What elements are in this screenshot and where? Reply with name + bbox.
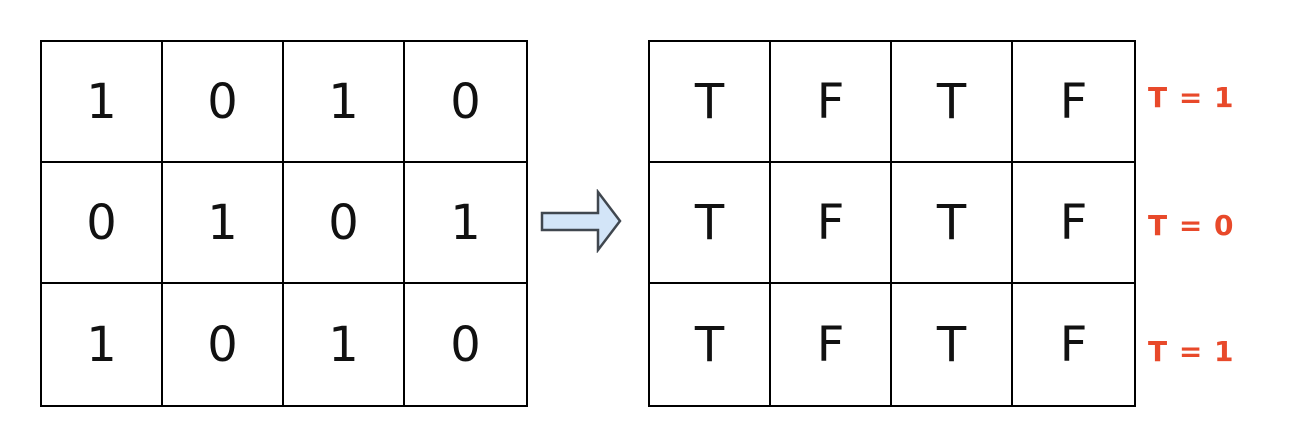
truth-cell: F (771, 42, 892, 163)
truth-cell: T (892, 163, 1013, 284)
binary-grid: 1 0 1 0 0 1 0 1 1 0 1 0 (40, 40, 528, 407)
binary-cell: 1 (163, 163, 284, 284)
binary-cell: 0 (42, 163, 163, 284)
binary-cell: 0 (163, 42, 284, 163)
binary-cell: 1 (284, 42, 405, 163)
block-arrow-right-icon (539, 189, 623, 253)
binary-cell: 1 (284, 284, 405, 405)
truth-cell: T (650, 284, 771, 405)
truth-cell: F (771, 284, 892, 405)
binary-cell: 0 (163, 284, 284, 405)
truth-cell: T (892, 284, 1013, 405)
binary-cell: 0 (405, 42, 526, 163)
truth-cell: F (771, 163, 892, 284)
row-annotation-3: T = 1 (1148, 334, 1235, 368)
truth-cell: T (650, 163, 771, 284)
truth-cell: F (1059, 316, 1088, 373)
truth-cell: T (892, 42, 1013, 163)
binary-cell: 1 (42, 284, 163, 405)
truth-cell: T (650, 42, 771, 163)
row-annotation-1: T = 1 (1148, 80, 1235, 114)
binary-cell: 1 (42, 42, 163, 163)
truth-cell: F (1013, 42, 1134, 163)
binary-cell: 0 (284, 163, 405, 284)
binary-cell: 1 (405, 163, 526, 284)
row-annotation-2: T = 0 (1148, 208, 1235, 242)
truth-grid: T F T F T F T F T F T F (648, 40, 1136, 407)
binary-cell: 0 (450, 316, 481, 373)
truth-cell: F (1013, 163, 1134, 284)
